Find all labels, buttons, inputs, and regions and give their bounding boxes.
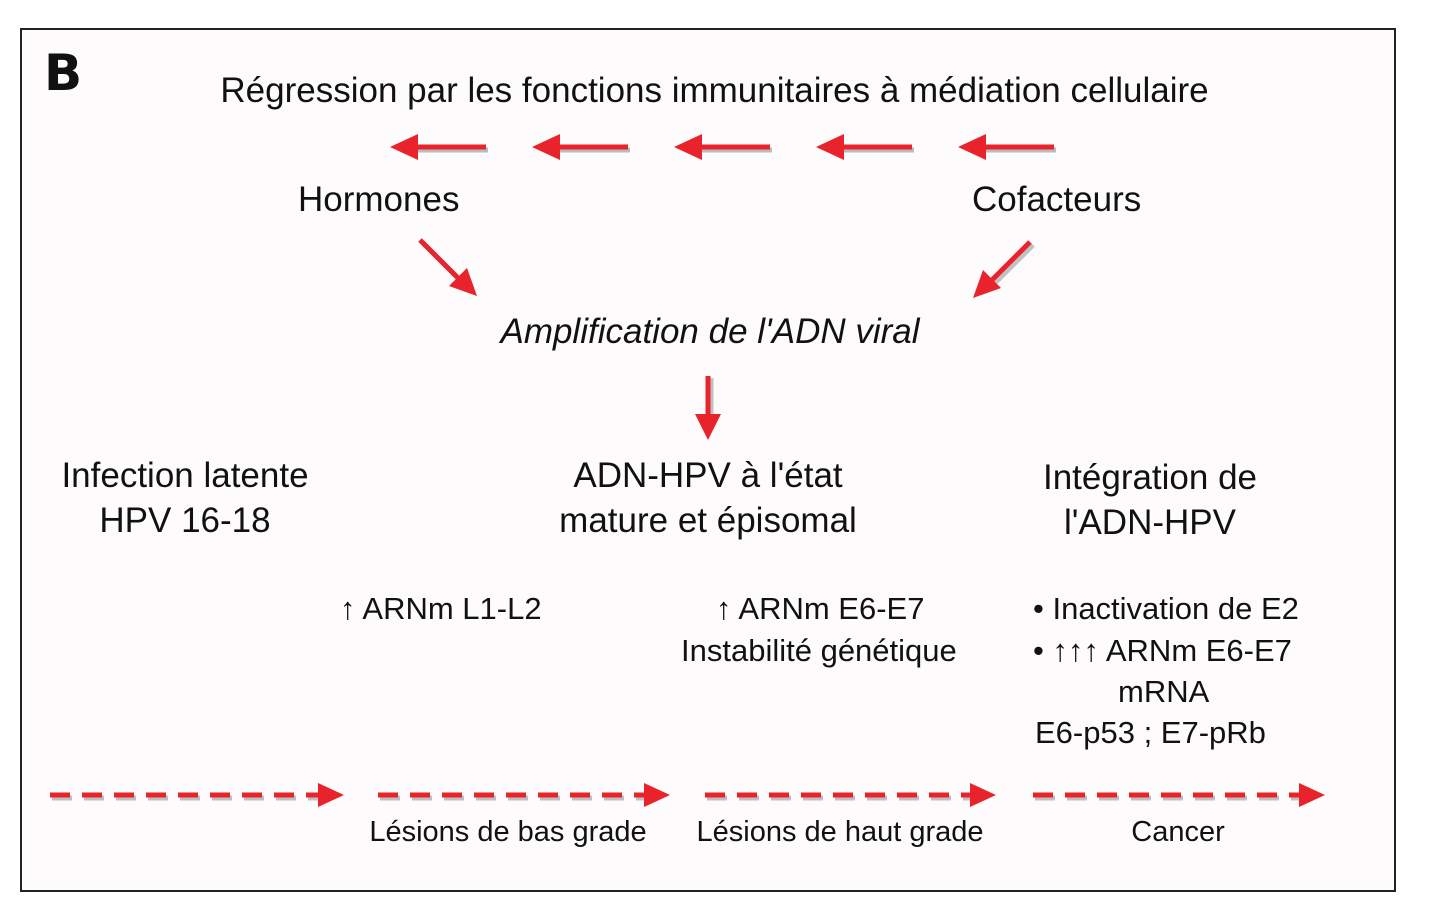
hormones-label: Hormones [298, 180, 460, 219]
bullet-e2-inactivation: • Inactivation de E2 [1033, 591, 1299, 626]
regression-arrow [816, 134, 914, 160]
cofacteurs-arrow [973, 240, 1035, 298]
regression-arrows [390, 134, 1056, 160]
arnm-e6e7: ↑ ARNm E6-E7 [716, 591, 925, 626]
hormones-arrow [418, 238, 477, 296]
stage-episomal-line1: ADN-HPV à l'état [573, 456, 843, 495]
bullet-e6e7-increase: • ↑↑↑ ARNm E6-E7 [1033, 633, 1292, 668]
progression-arrows [50, 783, 1325, 807]
genetic-instability: Instabilité génétique [681, 633, 957, 668]
panel-label: B [44, 44, 83, 102]
label-high-grade: Lésions de haut grade [696, 816, 984, 848]
mrna-label: mRNA [1118, 674, 1210, 709]
stage-integration-line1: Intégration de [1042, 458, 1258, 497]
regression-arrow [958, 134, 1056, 160]
stage-latent-line2: HPV 16-18 [99, 501, 271, 540]
regression-arrow [532, 134, 630, 160]
stage-latent-line1: Infection latente [61, 456, 309, 495]
diagram-title: Régression par les fonctions immunitaire… [220, 71, 1209, 110]
diagram-frame [20, 28, 1396, 892]
stage-integration-line2: l'ADN-HPV [1064, 503, 1236, 542]
protein-complexes: E6-p53 ; E7-pRb [1035, 715, 1266, 750]
cofacteurs-label: Cofacteurs [972, 180, 1142, 219]
amplification-label: Amplification de l'ADN viral [500, 312, 920, 351]
regression-arrow [674, 134, 772, 160]
progression-arrow [378, 783, 670, 807]
amplification-down-arrow [695, 376, 721, 440]
arnm-l1l2: ↑ ARNm L1-L2 [340, 591, 542, 626]
stage-episomal-line2: mature et épisomal [559, 501, 857, 540]
progression-arrow [50, 783, 344, 807]
progression-arrow [705, 783, 996, 807]
label-low-grade: Lésions de bas grade [369, 816, 647, 848]
label-cancer: Cancer [1131, 816, 1225, 848]
regression-arrow [390, 134, 488, 160]
progression-arrow [1033, 783, 1325, 807]
